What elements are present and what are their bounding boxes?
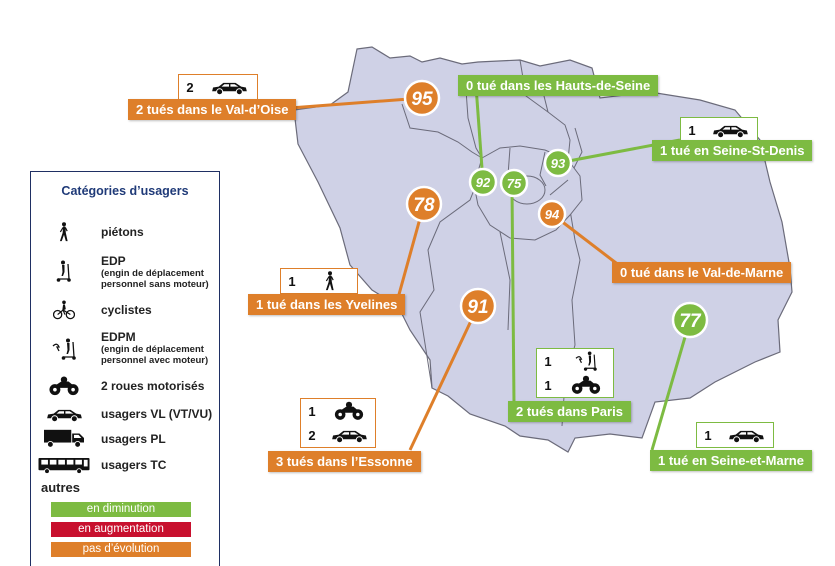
dept-circle — [468, 167, 498, 197]
dept-marker-78: 78 — [405, 185, 443, 223]
dept-circle — [543, 148, 573, 178]
legend-label: piétons — [101, 225, 144, 239]
legend-label: EDPM — [101, 330, 136, 344]
legend-sublabel: (engin de déplacement personnel avec mot… — [101, 344, 209, 366]
counts-75: 1 1 — [536, 348, 614, 398]
counts-95: 2 — [178, 74, 258, 100]
dept-code: 95 — [411, 89, 433, 110]
label-93: 1 tué en Seine-St-Denis — [652, 140, 813, 161]
count-value: 1 — [544, 377, 552, 393]
label-95: 2 tués dans le Val-d’Oise — [128, 99, 297, 120]
dept-code: 94 — [545, 207, 560, 222]
trend-no-change: pas d’évolution — [51, 542, 191, 557]
count-value: 1 — [544, 353, 552, 369]
trend-increasing: en augmentation — [51, 522, 191, 537]
count-value: 1 — [704, 427, 712, 443]
electric-scooter-icon — [39, 338, 89, 360]
count-value: 1 — [288, 273, 296, 289]
legend-label: usagers VL (VT/VU) — [101, 407, 213, 421]
motorbike-icon — [39, 376, 89, 396]
dept-circle — [459, 287, 497, 325]
label-78: 1 tué dans les Yvelines — [248, 294, 406, 315]
legend-others: autres — [41, 480, 81, 495]
car-icon — [719, 428, 773, 443]
pedestrian-icon — [303, 271, 357, 291]
dept-code: 91 — [467, 297, 488, 318]
dept-marker-93: 93 — [543, 148, 573, 178]
dept-circle — [499, 168, 529, 198]
counts-91: 1 2 — [300, 398, 376, 448]
dept-circle — [671, 301, 709, 339]
count-value: 2 — [186, 79, 194, 95]
car-icon — [703, 123, 757, 138]
dept-code: 93 — [551, 156, 566, 171]
legend-label: EDP — [101, 254, 126, 268]
legend-label: 2 roues motorisés — [101, 379, 205, 393]
electric-scooter-icon — [559, 351, 613, 371]
label-92: 0 tué dans les Hauts-de-Seine — [458, 75, 659, 96]
car-icon — [201, 80, 257, 95]
dept-marker-75: 75 — [499, 168, 529, 198]
dept-code: 75 — [507, 176, 522, 191]
pedestrian-icon — [39, 222, 89, 242]
dept-marker-91: 91 — [459, 287, 497, 325]
dept-code: 92 — [476, 175, 491, 190]
counts-77: 1 — [696, 422, 774, 448]
car-icon — [323, 428, 375, 443]
dept-marker-95: 95 — [403, 79, 441, 117]
label-91: 3 tués dans l’Essonne — [268, 451, 421, 472]
label-77: 1 tué en Seine-et-Marne — [650, 450, 812, 471]
dept-circle — [405, 185, 443, 223]
car-icon — [39, 407, 89, 422]
dept-marker-92: 92 — [468, 167, 498, 197]
truck-icon — [39, 428, 89, 448]
legend-title: Catégories d’usagers — [61, 184, 189, 198]
scooter-icon — [39, 260, 89, 282]
dept-circle — [537, 199, 567, 229]
bus-icon — [35, 457, 93, 474]
count-value: 1 — [308, 403, 316, 419]
motorbike-icon — [559, 375, 613, 395]
dept-marker-77: 77 — [671, 301, 709, 339]
count-value: 2 — [308, 427, 316, 443]
legend-sublabel: (engin de déplacement personnel sans mot… — [101, 268, 209, 290]
legend-label: usagers PL — [101, 432, 166, 446]
counts-78: 1 — [280, 268, 358, 294]
legend-label: usagers TC — [101, 458, 167, 472]
count-value: 1 — [688, 122, 696, 138]
trend-decreasing: en diminution — [51, 502, 191, 517]
motorbike-icon — [323, 401, 375, 421]
cyclist-icon — [39, 300, 89, 320]
legend-label: cyclistes — [101, 303, 152, 317]
dept-marker-94: 94 — [537, 199, 567, 229]
dept-circle — [403, 79, 441, 117]
label-94: 0 tué dans le Val-de-Marne — [612, 262, 792, 283]
dept-code: 78 — [413, 195, 435, 216]
legend-panel: Catégories d’usagers piétons EDP (engin … — [30, 171, 220, 566]
dept-code: 77 — [679, 311, 702, 332]
label-75: 2 tués dans Paris — [508, 401, 631, 422]
